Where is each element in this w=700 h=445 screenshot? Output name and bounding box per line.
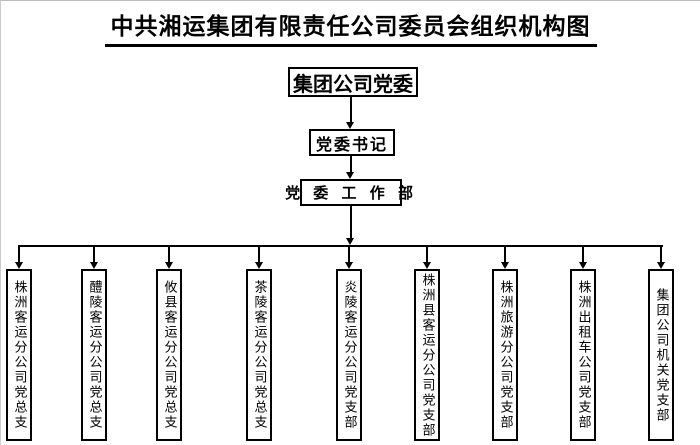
arrow-down-icon: [346, 172, 354, 179]
arrow-down-icon: [346, 122, 354, 129]
branch-label: 株洲客运分公司党总支: [11, 280, 27, 430]
branch-box-chaling-keyun: 茶陵客运分公司党总支: [246, 269, 272, 441]
branch-label: 醴陵客运分公司党总支: [86, 280, 102, 430]
arrow-down-icon: [90, 262, 98, 269]
branch-label: 攸县客运分公司党总支: [161, 280, 177, 430]
branch-box-jituan-jiguan: 集团公司机关党支部: [648, 269, 674, 441]
branch-label: 炎陵客运分公司党支部: [341, 280, 357, 430]
connector-workdept-branches: [350, 206, 352, 239]
connector-branch: [426, 247, 428, 262]
connector-branch: [18, 247, 20, 262]
branch-box-zhuzhou-keyun: 株洲客运分公司党总支: [6, 269, 32, 441]
branch-label: 株洲出租车公司党支部: [575, 280, 591, 430]
branch-box-youxian-keyun: 攸县客运分公司党总支: [156, 269, 182, 441]
arrow-down-icon: [346, 238, 354, 245]
branch-box-yanling-keyun: 炎陵客运分公司党支部: [336, 269, 362, 441]
branch-box-zhuzhou-lvyou: 株洲旅游分公司党支部: [492, 269, 518, 441]
branch-label: 集团公司机关党支部: [653, 287, 669, 423]
arrow-down-icon: [165, 262, 173, 269]
arrow-down-icon: [579, 262, 587, 269]
branch-box-zhuzhou-chuzuche: 株洲出租车公司党支部: [570, 269, 596, 441]
node-party-work-department: 党 委 工 作 部: [285, 179, 413, 206]
branch-box-zhuzhouxian-keyun: 株洲县客运分公司党支部: [414, 269, 440, 441]
arrow-down-icon: [501, 262, 509, 269]
connector-branch: [348, 247, 350, 262]
arrow-down-icon: [423, 262, 431, 269]
arrow-down-icon: [15, 262, 23, 269]
node-party-secretary: 党委书记: [309, 129, 395, 156]
connector-branch: [258, 247, 260, 262]
connector-branch: [504, 247, 506, 262]
arrow-down-icon: [345, 262, 353, 269]
connector-branch: [93, 247, 95, 262]
connector-secretary-workdept: [350, 156, 352, 173]
branch-box-liling-keyun: 醴陵客运分公司党总支: [81, 269, 107, 441]
chart-title: 中共湘运集团有限责任公司委员会组织机构图: [104, 7, 597, 47]
branch-label: 株洲旅游分公司党支部: [497, 280, 513, 430]
branch-distribution-line: [18, 245, 663, 247]
connector-branch: [582, 247, 584, 262]
connector-root-secretary: [350, 97, 352, 123]
branch-label: 茶陵客运分公司党总支: [251, 280, 267, 430]
branch-label: 株洲县客运分公司党支部: [419, 272, 435, 438]
arrow-down-icon: [657, 262, 665, 269]
connector-branch: [660, 247, 662, 262]
node-group-party-committee: 集团公司党委: [288, 67, 418, 97]
connector-branch: [168, 247, 170, 262]
arrow-down-icon: [255, 262, 263, 269]
